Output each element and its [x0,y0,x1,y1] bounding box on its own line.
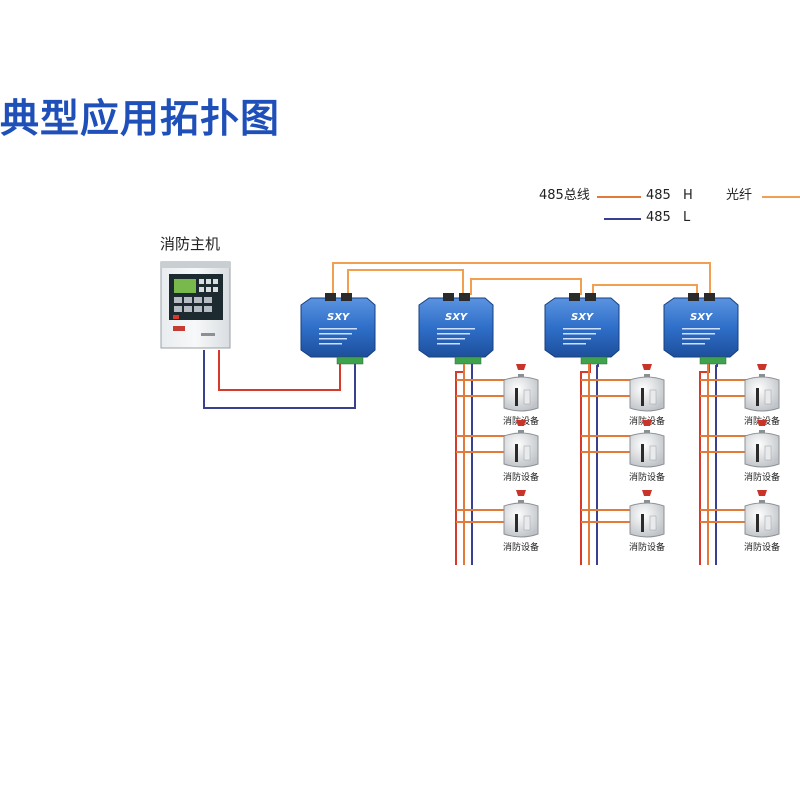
fire-alarm-panel-icon [160,261,231,349]
fire-device-label: 消防设备 [503,541,539,553]
fire-device-icon: 消防设备 [503,420,539,483]
legend-fiber-label: 光纤 [726,188,753,203]
page-title: 典型应用拓扑图 [0,97,281,142]
fire-device-icon: 消防设备 [503,490,539,553]
fire-device-icon: 消防设备 [629,490,665,553]
legend-h-label: 485 H [646,188,693,203]
fire-device-icon: 消防设备 [629,420,665,483]
panel-label: 消防主机 [160,235,221,253]
fire-device-label: 消防设备 [744,471,780,483]
converter-brand-logo: SXY [445,312,469,323]
converter-brand-logo: SXY [690,312,714,323]
fire-device-icon: 消防设备 [744,364,780,427]
legend-l-line [604,218,641,220]
device-branches: 消防设备消防设备消防设备消防设备消防设备消防设备消防设备消防设备消防设备 [455,364,780,565]
fiber-converter-icon: SXY [418,293,494,365]
fire-device-label: 消防设备 [744,541,780,553]
fire-device-icon: 消防设备 [629,364,665,427]
fire-device-label: 消防设备 [503,471,539,483]
fiber-converter-icon: SXY [300,293,376,365]
legend-l-label: 485 L [646,210,691,225]
converter-brand-logo: SXY [327,312,351,323]
panel-485-wiring [203,350,356,409]
fire-device-label: 消防设备 [629,541,665,553]
fiber-links [332,262,711,295]
fire-device-icon: 消防设备 [503,364,539,427]
legend-bus-label: 485总线 [539,188,590,203]
fiber-converter-icon: SXY [544,293,620,365]
legend-fiber-line [762,196,800,198]
fiber-converter-icon: SXY [663,293,739,365]
legend-h-line [597,196,641,198]
converters-group: SXY SXY SXY SXY [300,293,739,365]
converter-brand-logo: SXY [571,312,595,323]
fire-device-label: 消防设备 [629,471,665,483]
fire-device-icon: 消防设备 [744,420,780,483]
fire-device-icon: 消防设备 [744,490,780,553]
